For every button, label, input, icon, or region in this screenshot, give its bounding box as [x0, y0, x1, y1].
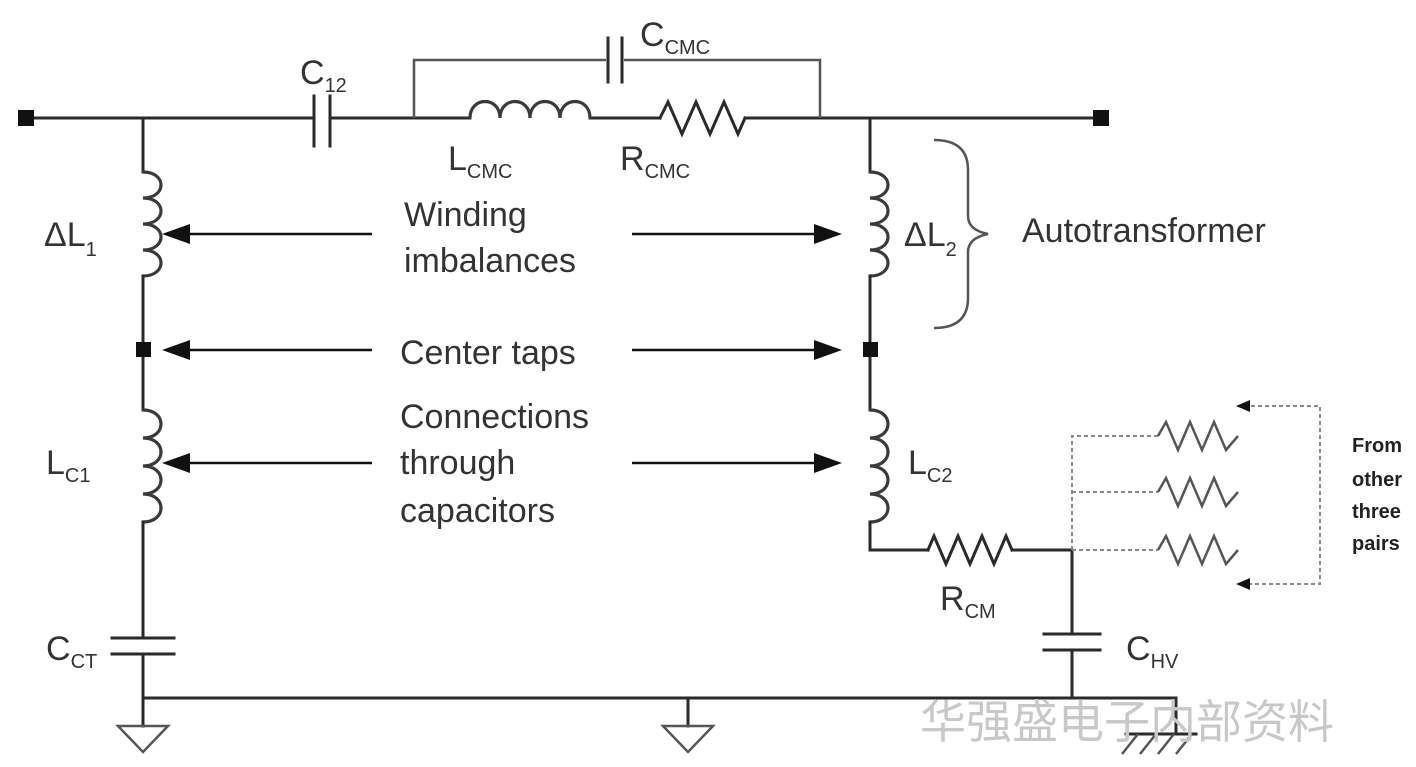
label-rcmc: RCMC: [620, 140, 690, 183]
resistor-rcm: [926, 532, 1014, 568]
resistor-rcmc: [657, 98, 747, 138]
label-ccmc: CCMC: [640, 16, 710, 59]
label-lcmc: LCMC: [448, 140, 512, 183]
label-c12: C12: [300, 54, 347, 97]
arrow-connections-left: [162, 453, 372, 473]
arrow-center-left: [162, 340, 372, 360]
autotransformer-brace: [933, 138, 989, 330]
label-lc1: LC1: [46, 444, 91, 487]
label-from-line4: pairs: [1352, 533, 1400, 555]
arrow-winding-left: [162, 224, 372, 244]
right-terminal: [1093, 110, 1109, 126]
inductor-dl1: [141, 170, 163, 278]
label-lc2: LC2: [908, 444, 953, 487]
other-pairs-network: [1071, 400, 1321, 590]
left-center-tap: [136, 342, 151, 357]
watermark-text: 华强盛电子内部资料: [920, 695, 1334, 749]
label-from-line1: From: [1352, 435, 1402, 457]
label-from-line3: three: [1352, 501, 1401, 523]
label-dl2: ΔL2: [904, 216, 957, 261]
label-chv: CHV: [1126, 630, 1179, 673]
arrow-center-right: [632, 340, 842, 360]
label-cct: CCT: [46, 630, 97, 673]
cmc-bypass-loop: [412, 36, 822, 118]
arrow-winding-right: [632, 224, 842, 244]
label-winding-line2: imbalances: [404, 242, 576, 280]
inductor-dl2: [868, 170, 890, 278]
right-branch: [868, 116, 1102, 700]
label-center-taps: Center taps: [400, 334, 576, 372]
left-branch: [110, 116, 176, 700]
ground-icon-middle: [660, 696, 716, 754]
label-autotransformer: Autotransformer: [1022, 212, 1266, 250]
arrow-connections-right: [632, 453, 842, 473]
label-connections-line1: Connections: [400, 398, 589, 436]
label-connections-line2: through: [400, 444, 515, 482]
label-dl1: ΔL1: [44, 216, 97, 261]
ground-icon-left: [115, 696, 171, 754]
inductor-lc1: [141, 408, 163, 524]
capacitor-c12: [312, 94, 332, 148]
label-from-line2: other: [1352, 469, 1402, 491]
inductor-lcmc: [468, 100, 592, 120]
left-terminal: [18, 110, 34, 126]
inductor-lc2: [868, 408, 890, 524]
chassis-ground-icon: [1121, 696, 1198, 755]
label-connections-line3: capacitors: [400, 492, 555, 530]
label-winding-line1: Winding: [404, 196, 527, 234]
right-center-tap: [863, 342, 878, 357]
label-rcm: RCM: [940, 580, 996, 623]
